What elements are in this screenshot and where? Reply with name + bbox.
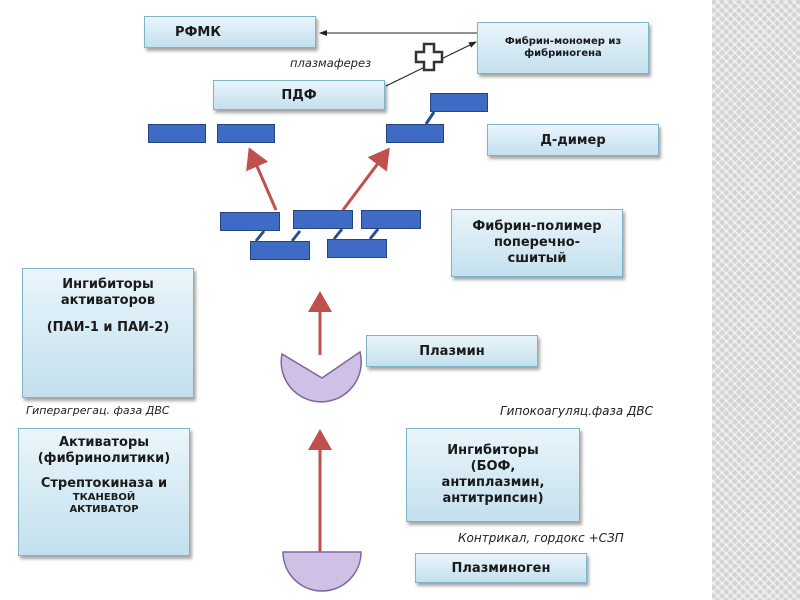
fibrin-polymer-block	[250, 241, 310, 260]
contrical-label: Контрикал, гордокс +СЗП	[458, 531, 624, 545]
activators-line-4: ТКАНЕВОЙ	[72, 491, 136, 503]
d-dimer-block	[430, 93, 488, 112]
activators-line-5: АКТИВАТОР	[69, 504, 139, 516]
inhibitors-line-1: Ингибиторы	[447, 442, 539, 458]
activator-inhibitors-box: Ингибиторы активаторов (ПАИ-1 и ПАИ-2)	[22, 268, 194, 398]
inhibitors-line-3: антиплазмин,	[441, 475, 545, 490]
inhibitors-line-2: (БОФ,	[470, 458, 516, 474]
plasmapheresis-label: плазмаферез	[290, 56, 372, 70]
pdf-box: ПДФ	[213, 80, 385, 110]
plus-cross-icon	[414, 42, 444, 72]
red-arrow-icon	[246, 147, 278, 211]
fibrin-polymer-box: Фибрин-полимер поперечно- сшитый	[451, 209, 623, 277]
d-dimer-box: Д-димер	[487, 124, 659, 156]
activator-inhibitors-line-3: (ПАИ-1 и ПАИ-2)	[46, 319, 170, 335]
pacman-enzyme-icon	[282, 551, 362, 592]
hypercoag-phase-label: Гиперагрегац. фаза ДВС	[26, 404, 170, 417]
crosslink-ticks	[254, 111, 436, 242]
plasminogen-box: Плазминоген	[415, 553, 587, 583]
activators-box: Активаторы (фибринолитики) Стрептокиназа…	[18, 428, 190, 556]
fibrin-polymer-block	[327, 239, 387, 258]
pdf-label: ПДФ	[281, 87, 317, 103]
activators-line-2: (фибринолитики)	[37, 451, 171, 467]
d-dimer-block	[386, 124, 444, 143]
pdf-fragment-block	[148, 124, 206, 143]
inhibitors-line-4: антитрипсин)	[442, 491, 544, 507]
plasminogen-label: Плазминоген	[451, 560, 551, 576]
plasmin-label: Плазмин	[419, 343, 485, 359]
rfmk-box: РФМК	[144, 16, 316, 48]
d-dimer-label: Д-димер	[540, 132, 606, 148]
inhibitors-box: Ингибиторы (БОФ, антиплазмин, антитрипси…	[406, 428, 580, 522]
fibrin-polymer-block	[361, 210, 421, 229]
pdf-fragment-block	[217, 124, 275, 143]
fibrin-polymer-line-2: поперечно-	[493, 234, 581, 250]
rfmk-label: РФМК	[175, 24, 221, 40]
fibrin-polymer-block	[293, 210, 353, 229]
red-arrow-icon	[341, 147, 390, 211]
fibrin-polymer-line-1: Фибрин-полимер	[472, 218, 602, 234]
fibrin-polymer-block	[220, 212, 280, 231]
plasmin-box: Плазмин	[366, 335, 538, 367]
pacman-enzyme-icon	[280, 350, 362, 403]
fibrin-monomer-label: Фибрин-мономер из фибриногена	[504, 35, 622, 60]
activators-line-3: Стрептокиназа и	[40, 475, 168, 491]
hypocoag-phase-label: Гипокоагуляц.фаза ДВС	[500, 404, 654, 418]
activator-inhibitors-line-1: Ингибиторы	[62, 277, 154, 292]
activators-line-1: Активаторы	[58, 435, 150, 450]
fibrin-monomer-box: Фибрин-мономер из фибриногена	[477, 22, 649, 74]
activator-inhibitors-line-2: активаторов	[60, 293, 156, 309]
decorative-side-stripe	[712, 0, 800, 600]
fibrin-polymer-line-3: сшитый	[507, 251, 567, 267]
